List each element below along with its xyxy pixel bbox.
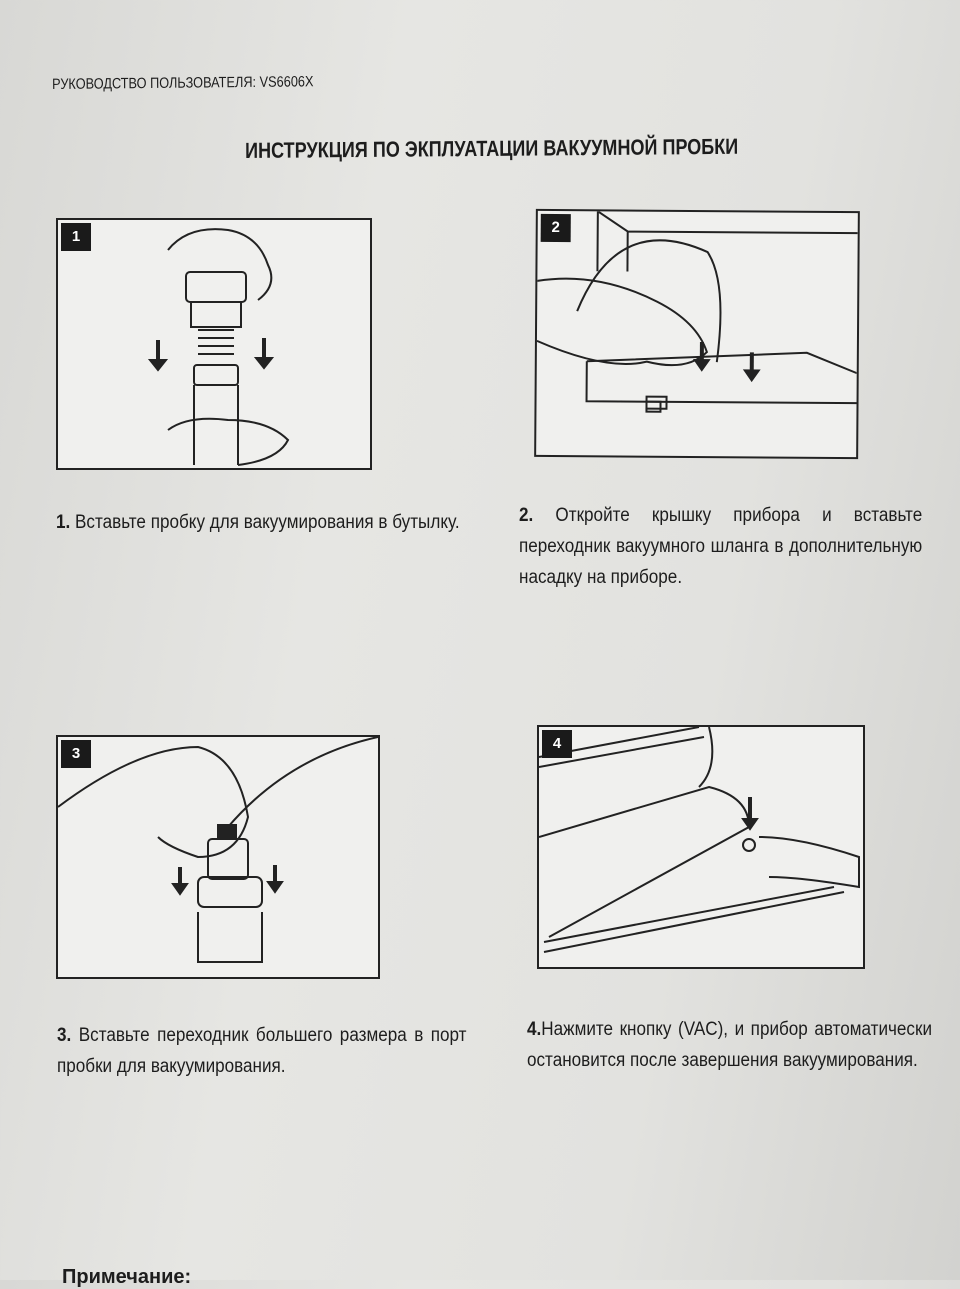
step-number-badge: 2 (540, 213, 571, 243)
vac-button-illustration (539, 727, 860, 953)
figure-step-1: 1 (56, 218, 372, 470)
step-2-text: 2. Откройте крышку прибора и вставьте пе… (519, 500, 922, 593)
step-3-text: 3. Вставьте переходник большего размера … (57, 1020, 467, 1082)
step-prefix: 1. (56, 512, 71, 533)
step-number-badge: 4 (542, 730, 572, 758)
step-description: Вставьте пробку для вакуумирования в бут… (75, 512, 460, 533)
step-description: Откройте крышку прибора и вставьте перех… (519, 505, 923, 588)
page-title: ИНСТРУКЦИЯ ПО ЭКПЛУАТАЦИИ ВАКУУМНОЙ ПРОБ… (245, 133, 739, 163)
step-prefix: 3. (57, 1025, 72, 1046)
step-4-text: 4.Нажмите кнопку (VAC), и прибор автома­… (527, 1014, 932, 1076)
step-number-badge: 1 (61, 223, 91, 251)
stopper-insert-illustration (147, 228, 290, 466)
figure-step-2: 2 (534, 208, 860, 460)
note-heading: Примечание: (62, 1266, 192, 1288)
step-prefix: 4. (527, 1019, 542, 1040)
step-prefix: 2. (519, 505, 534, 526)
step-description: Вставьте переходник большего размера в п… (57, 1025, 467, 1077)
step-number-badge: 3 (61, 740, 91, 768)
hose-adapter-illustration (536, 210, 858, 413)
adapter-port-illustration (58, 737, 378, 963)
figure-step-3: 3 (56, 735, 380, 979)
manual-header: РУКОВОДСТВО ПОЛЬЗОВАТЕЛЯ: VS6606X (52, 73, 314, 93)
figure-step-4: 4 (537, 725, 865, 969)
step-description: Нажмите кнопку (VAC), и прибор автома­ти… (527, 1019, 932, 1071)
step-1-text: 1. Вставьте пробку для вакуумирования в … (56, 507, 461, 538)
